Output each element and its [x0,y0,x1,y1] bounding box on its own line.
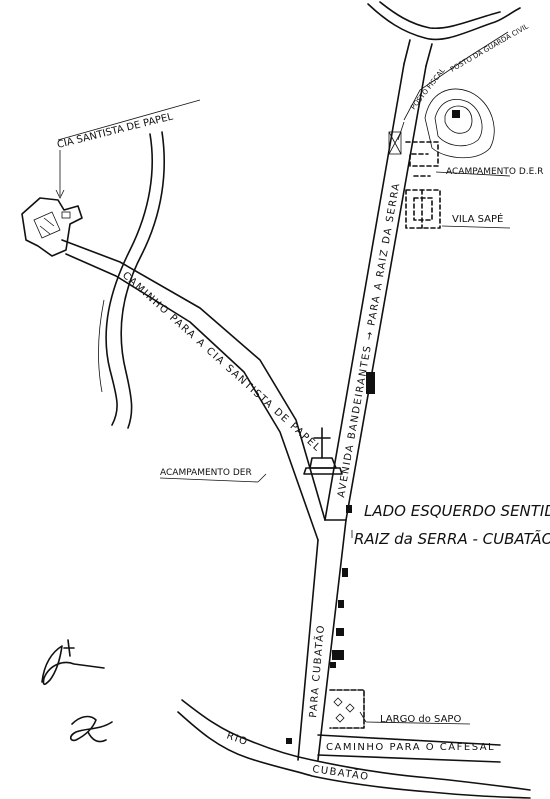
acampamento-der-top-grid [405,141,439,177]
largo-do-sapo-block [329,689,365,729]
label-acampamento-der-top: ACAMPAMENTO D.E.R [446,167,543,177]
road-caminho-cia: CAMINHO PARA A CIA SANTISTA DE PAPEL [120,270,323,454]
label-posto-guarda: POSTO DA GUARDA CIVIL [449,22,530,73]
road-caminho-cafesal: CAMINHO PARA O CAFESAL [326,742,495,753]
label-largo-sapo: LARGO do SAPO [380,714,461,725]
roadside-buildings [286,372,375,744]
label-acampamento-der-mid: ACAMPAMENTO DER [160,468,252,478]
vila-sape-grid [405,189,441,229]
label-posto-fiscal: POSTO FISCAL [409,67,446,112]
road-avenida-bandeirantes: AVENIDA BANDEIRANTES → PARA A RAIZ DA SE… [336,181,402,498]
river-name-rio: RIO [225,730,250,748]
factory-building [21,197,83,257]
left-river [97,131,166,429]
label-raiz-cubatao: RAIZ da SERRA - CUBATÃO [354,529,550,548]
label-cia-santista: CIA SANTISTA DE PAPEL [56,111,174,151]
label-lado-esquerdo: LADO ESQUERDO SENTIDO [364,502,550,520]
cross-monument-icon [303,427,343,475]
hill-contour-icon [424,88,495,159]
signature-icon [41,639,113,743]
top-stream [367,1,521,41]
bottom-river [177,699,531,799]
label-vila-sape: VILA SAPÉ [452,212,503,225]
road-network [61,39,501,763]
leader-lines [55,31,511,725]
